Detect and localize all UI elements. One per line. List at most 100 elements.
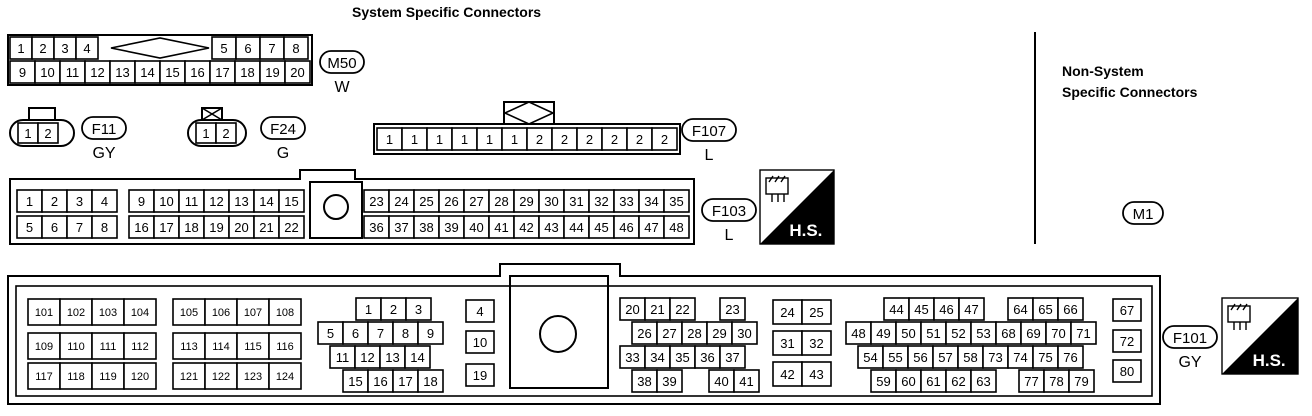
pin-cell: 2 (576, 127, 603, 151)
pin-number: 12 (360, 350, 374, 365)
pin-number: 59 (876, 374, 890, 389)
pin-cell: 10 (34, 60, 61, 84)
pin-cell: 39 (656, 369, 683, 393)
pin-cell: 29 (706, 321, 733, 345)
pin-number: 11 (336, 350, 350, 365)
pin-number: 4 (101, 194, 108, 209)
pin-cell: 38 (413, 215, 440, 239)
connector-badge: M50 (319, 50, 365, 74)
hs-label: H.S. (1253, 351, 1286, 370)
pin-number: 33 (625, 350, 639, 365)
connector-badge: F24 (260, 116, 306, 140)
pin-number: 16 (134, 220, 148, 235)
pin-cell: 9 (9, 60, 36, 84)
pin-cell: 7 (367, 321, 394, 345)
pin-number: 15 (284, 194, 298, 209)
pin-number: 41 (494, 220, 508, 235)
pin-cell: 64 (1007, 297, 1034, 321)
pin-cell: 10 (465, 330, 495, 354)
pin-number: 43 (544, 220, 558, 235)
pin-number: 71 (1076, 326, 1090, 341)
pin-number: 1 (17, 41, 24, 56)
pin-cell: 49 (870, 321, 897, 345)
pin-cell: 19 (203, 215, 230, 239)
pin-cell: 37 (719, 345, 746, 369)
pin-cell: 1 (501, 127, 528, 151)
pin-number: 40 (714, 374, 728, 389)
pin-number: 107 (244, 307, 262, 319)
pin-cell: 12 (203, 189, 230, 213)
pin-box (1112, 298, 1142, 322)
pin-cell: 115 (236, 332, 270, 360)
pin-number: 5 (26, 220, 33, 235)
pin-cell: 105 (172, 298, 206, 326)
pin-cell: 3 (405, 297, 432, 321)
pin-cell: 69 (1020, 321, 1047, 345)
pin-box (123, 332, 157, 360)
pin-box (278, 215, 305, 239)
pin-box (801, 299, 832, 325)
pin-cell: 13 (109, 60, 136, 84)
pin-cell: 18 (234, 60, 261, 84)
pin-cell: 24 (772, 299, 803, 325)
pin-box (669, 297, 696, 321)
pin-cell: 53 (970, 321, 997, 345)
pin-number: 1 (411, 132, 418, 147)
pin-number: 112 (131, 341, 149, 353)
pin-number: 115 (244, 341, 262, 353)
pin-cell: 1 (451, 127, 478, 151)
pin-cell: 15 (159, 60, 186, 84)
pin-box (1057, 297, 1084, 321)
pin-cell: 45 (588, 215, 615, 239)
pin-cell: 19 (465, 363, 495, 387)
pin-cell: 66 (1057, 297, 1084, 321)
pin-number: 49 (876, 326, 890, 341)
pin-cell: 57 (932, 345, 959, 369)
pin-number: 122 (212, 371, 230, 383)
pin-cell: 80 (1112, 359, 1142, 383)
pin-number: 109 (35, 341, 53, 353)
pin-cell: 8 (283, 36, 309, 60)
pin-number: 24 (780, 305, 794, 320)
pin-cell: 6 (342, 321, 369, 345)
pin-number: 33 (619, 194, 633, 209)
pin-cell: 6 (41, 215, 68, 239)
pin-number: 63 (976, 374, 990, 389)
pin-cell: 16 (128, 215, 155, 239)
pin-cell: 123 (236, 362, 270, 390)
connector-badge: F107 (681, 118, 737, 142)
pin-number: 66 (1063, 302, 1077, 317)
connector-badge: M1 (1122, 201, 1164, 225)
pin-number: 12 (209, 194, 223, 209)
wire-color: G (277, 145, 289, 162)
pin-number: 110 (67, 341, 85, 353)
pin-box (656, 369, 683, 393)
keyway-diamond (503, 101, 555, 125)
pin-number: 32 (594, 194, 608, 209)
pin-cell: 11 (329, 345, 356, 369)
pin-number: 9 (427, 326, 434, 341)
pin-number: 19 (209, 220, 223, 235)
pin-cell: 5 (317, 321, 344, 345)
center-bolt-icon (539, 315, 577, 353)
pin-number: 42 (780, 367, 794, 382)
pin-cell: 32 (588, 189, 615, 213)
pin-number: 2 (39, 41, 46, 56)
pin-number: 23 (725, 302, 739, 317)
pin-number: 14 (410, 350, 424, 365)
pin-number: 13 (115, 65, 129, 80)
pin-number: 20 (625, 302, 639, 317)
hs-terminal-icon: H.S. (759, 169, 835, 245)
hs-label: H.S. (789, 221, 822, 240)
pin-cell: 107 (236, 298, 270, 326)
pin-number: 12 (90, 65, 104, 80)
pin-box (27, 362, 61, 390)
pin-cell: 75 (1032, 345, 1059, 369)
pin-number: 46 (619, 220, 633, 235)
pin-cell: 61 (920, 369, 947, 393)
pin-cell: 1 (195, 122, 217, 144)
pin-number: 36 (369, 220, 383, 235)
pin-number: 70 (1051, 326, 1065, 341)
pin-number: 30 (737, 326, 751, 341)
